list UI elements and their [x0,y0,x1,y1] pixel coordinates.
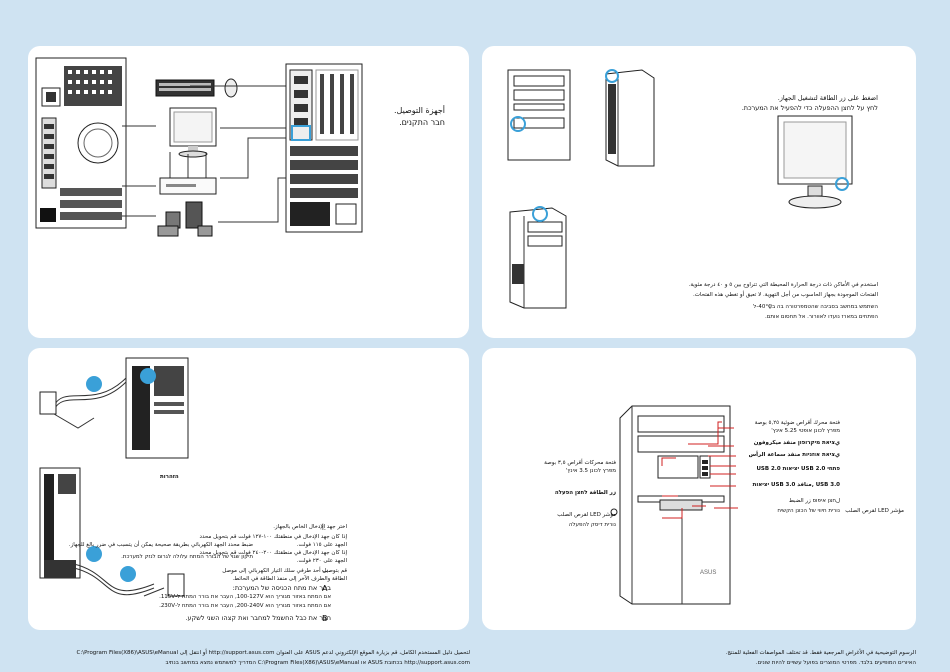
step-a-hebrew-2: אם המתח באזור מגוריך הוא 200-240V, העבר … [159,603,331,609]
panel-connect-devices: أجهزة التوصيل. חבר התקנים. [28,46,469,338]
footer-right-line2: האיורים המופיעים בלבד. מפרטי המוצרים בפו… [755,660,916,666]
mouse-icon [224,78,238,98]
footer-right-line1: الرسوم التوضيحية في الأغراض المرجعية فقط… [725,650,916,656]
tower-front-illustration [507,69,571,161]
panel-voltage: הזהרות ضبط محدد الجهد الكهربائي بطريقة ص… [28,348,469,630]
headphone-port-label: يציאת אוזניות منفذ سماعة الرأس [748,452,840,458]
step-b-arabic: قم بتوصيل أحد طرفي سلك التيار الكهربائي … [222,568,347,574]
tower-front-detail-illustration: ASUS [610,405,731,605]
step-b-arabic-2: الطاقة والطرف الآخر إلى منفذ الطاقة في ا… [232,576,347,582]
usb2-port-label: פתחי USB 2.0 יציאות USB 2.0 [756,466,840,472]
power-button-label: زر الطاقة לחצן הפעלה [554,490,616,496]
step-a-label-arabic: أ. [322,524,326,532]
router-icon [159,152,217,195]
monitor-icon [169,107,217,158]
hdd-led-hebrew: נורית חיווי של הכונן הקשיח [777,508,840,514]
temp-value: 40°C-ל [753,304,772,310]
power-on-arabic: اضغط على زر الطاقة لتشغيل الجهاز. [777,94,878,102]
step-b-label-hebrew: B [322,614,328,623]
hdd-led-right: مؤشر LED لقرص الصلب [845,508,904,514]
brand-logo: ASUS [700,570,716,576]
usb3-port-label: USB 3.0 ,منافذ USB 3.0 יציאות [752,482,840,488]
power-on-hebrew: לחץ על לחצן ההפעלה כדי להפעיל את המערכת. [741,104,878,112]
keyboard-icon [155,79,215,97]
list-item-arabic: أجهزة التوصيل. [393,106,445,115]
mic-port-label: يציאת מיקרופון منفذ ميكروفون [753,440,840,446]
desktop-rear-illustration [35,57,127,229]
power-cable-bottom-illustration [39,467,185,597]
power-cable-top-illustration [39,357,189,459]
warning-arabic: ضبط محدد الجهد الكهربائي بطريقة صحيحة يم… [68,542,253,548]
list-item-hebrew: חבר התקנים. [399,118,445,127]
step-a-arabic: اختر جهد الإدخال الخاص بالجهاز. [273,524,347,530]
warning-heading: הזהרות [160,474,179,480]
warning-hebrew: תיקון שגוי של הבורר המתח עלולה לגרום לנז… [121,554,253,560]
footer-left-line1: لتحميل دليل المستخدم الكامل، قم بزيارة ا… [76,650,470,656]
temp-note-arabic: استخدم في الأماكن ذات درجة الحرارة المحي… [688,282,878,288]
step-b-label-arabic: ب. [322,566,331,574]
panel-power-on: اضغط على زر الطاقة لتشغيل الجهاز. לחץ על… [482,46,916,338]
vent-note-arabic: الفتحات الموجودة بجهاز الحاسوب من أجل ال… [692,292,878,298]
reset-button-label: لחצן איפוס زر الضبط [788,498,840,504]
callout-lines [661,421,738,519]
step-a-arabic-line1: إذا كان جهد الإدخال في منطقتك ١٠٠-١٢٧ فو… [199,534,347,540]
step-a-arabic-line2: الجهد على ١١٥ فولت. [296,542,347,548]
floppy-bay-hebrew: מפרץ לכונן 3.5 אינץ' [565,468,616,474]
monitor-power-illustration [777,115,853,209]
step-a-arabic-line4: الجهد على ٢٣٠ فولت. [296,558,347,564]
step-a-label-hebrew: A [322,584,328,593]
step-a-arabic-line3: إذا كان جهد الإدخال في منطقتك ٢٠٠-٢٤٠ فو… [199,550,347,556]
temp-note-hebrew: השתמש במחשב בסביבה שהטמפרטורה בה בין [769,304,878,310]
speakers-icon [157,201,213,237]
hdd-led-arabic: مؤشر LED لقرص الصلب [557,512,616,518]
step-a-hebrew-1: אם המתח באזור מגוריך הוא 100-127V, העבר … [159,594,331,600]
panel-front-features: ASUS فتحة محرك أقراص ضوئية ٥,٢٥ بوصة מפר… [482,348,916,630]
connection-lines [122,85,303,223]
footer-left-line2: http://support.asus.com בכתובת ASUS או C… [165,660,470,666]
optical-bay-hebrew: מפרץ לכונן אופטי 5.25 אינץ' [771,428,840,434]
optical-bay-arabic: فتحة محرك أقراص ضوئية ٥,٢٥ بوصة [754,420,840,426]
step-b-hebrew: חבר את כבל החשמל למחבר ואת קצהו השני לשק… [185,614,331,622]
floppy-bay-arabic: فتحة محركات أقراص ٣,٥ بوصة [544,460,616,466]
hdd-led-hebrew-2: נורית דיסק להפעלה [568,522,616,528]
rear-io-illustration [285,63,363,233]
big-tower-illustration [509,206,567,309]
slim-tower-illustration [605,69,655,167]
step-a-hebrew: בחר את מתח הכניסה של המערכת: [232,584,331,592]
vent-note-hebrew: הפתחים במארז נועדו לאוורור. אל תחסום אות… [764,314,878,320]
